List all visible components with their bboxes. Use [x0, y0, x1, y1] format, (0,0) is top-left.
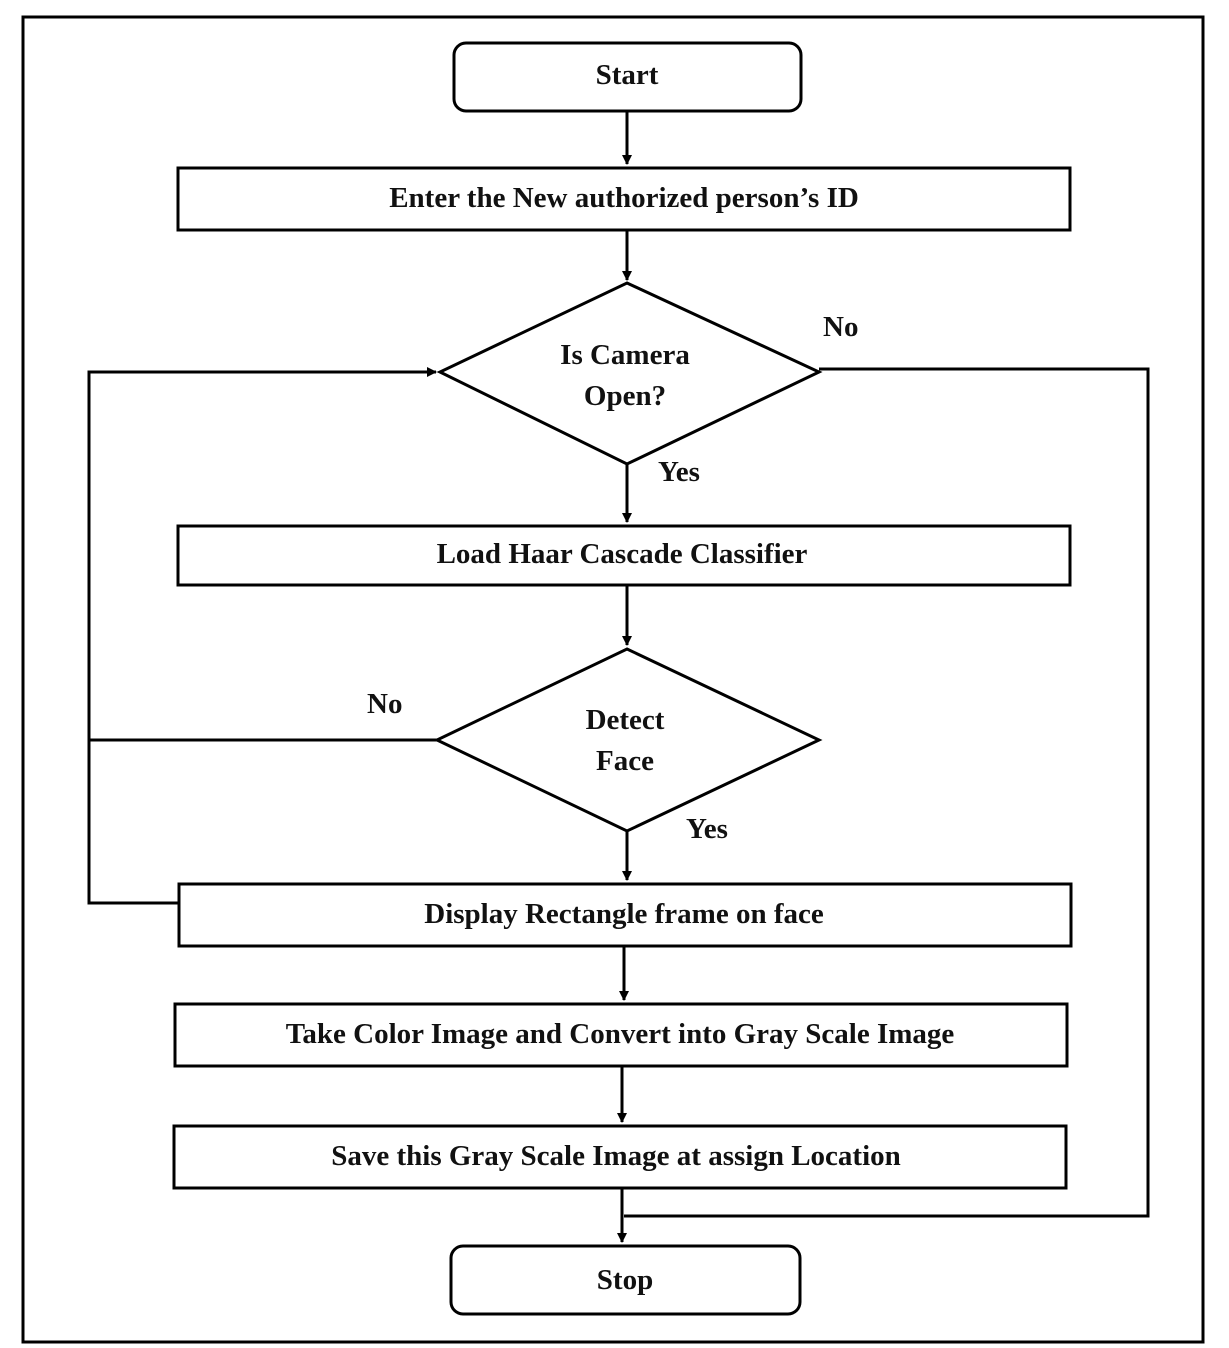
- display-rect-box: [177, 882, 1073, 948]
- load-haar-node: Load Haar Cascade Classifier: [176, 524, 1072, 587]
- save-image-label: Save this Gray Scale Image at assign Loc…: [331, 1140, 901, 1172]
- save-image-box: [172, 1124, 1068, 1190]
- start-label: Start: [596, 59, 659, 91]
- stop-terminal: [449, 1244, 802, 1316]
- detect-face-decision-node: Detect Face: [433, 647, 823, 833]
- save-image-node: Save this Gray Scale Image at assign Loc…: [172, 1124, 1068, 1190]
- camera-decision-label-line1: Is Camera: [560, 339, 690, 371]
- detect-face-label-line2: Face: [596, 745, 654, 777]
- edge-label-detect-yes: Yes: [686, 813, 728, 845]
- load-haar-box: [176, 524, 1072, 587]
- load-haar-label: Load Haar Cascade Classifier: [437, 538, 808, 570]
- edge-label-camera-no: No: [823, 311, 858, 343]
- start-node: Start: [452, 41, 803, 113]
- path-loop-back-to-camera: [87, 367, 437, 905]
- stop-node: Stop: [449, 1244, 802, 1316]
- camera-decision-diamond: [436, 281, 823, 466]
- camera-decision-label-line2: Open?: [584, 380, 666, 412]
- display-rect-label: Display Rectangle frame on face: [424, 898, 824, 930]
- enter-id-label: Enter the New authorized person’s ID: [389, 182, 859, 214]
- convert-gray-node: Take Color Image and Convert into Gray S…: [173, 1002, 1069, 1068]
- camera-decision-node: Is Camera Open?: [436, 281, 823, 466]
- enter-id-node: Enter the New authorized person’s ID: [176, 166, 1072, 232]
- stop-label: Stop: [597, 1264, 653, 1296]
- outer-frame: [21, 15, 1205, 1344]
- convert-gray-label: Take Color Image and Convert into Gray S…: [286, 1018, 955, 1050]
- edge-label-detect-no: No: [367, 688, 402, 720]
- path-camera-no-to-stop: [624, 367, 1150, 1218]
- detect-face-diamond: [433, 647, 823, 833]
- enter-id-box: [176, 166, 1072, 232]
- display-rect-node: Display Rectangle frame on face: [177, 882, 1073, 948]
- edge-label-camera-yes: Yes: [658, 456, 700, 488]
- detect-face-label-line1: Detect: [586, 704, 665, 736]
